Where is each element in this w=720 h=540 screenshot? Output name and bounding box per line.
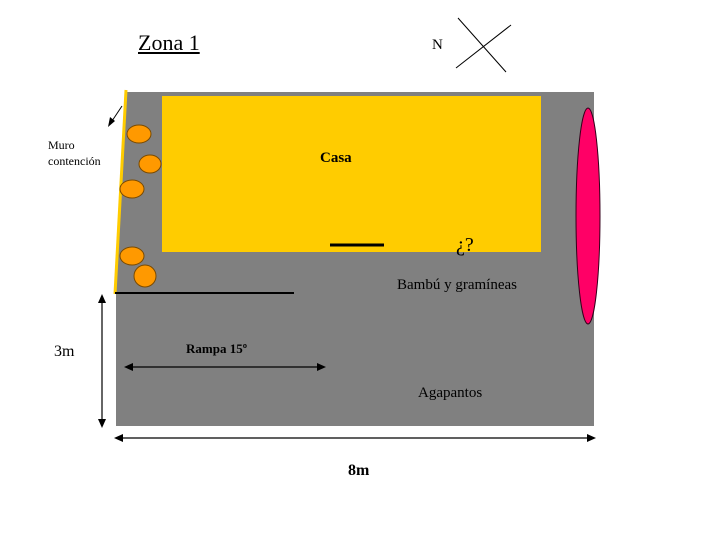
page-title: Zona 1: [138, 30, 200, 55]
ramp-dimension-arrow: [124, 363, 326, 371]
retaining-wall-label-line1: Muro: [48, 138, 75, 152]
width-dimension-label: 8m: [348, 462, 370, 479]
question-label: ¿?: [456, 234, 474, 256]
shrub: [133, 264, 157, 288]
retaining-wall-label-line2: contención: [48, 154, 101, 168]
wall-pointer-arrow: [108, 105, 123, 127]
height-dimension-arrow: [98, 294, 106, 428]
north-label: N: [432, 37, 443, 53]
width-dimension-arrow: [114, 434, 596, 442]
house-label: Casa: [320, 150, 352, 166]
hedge-ellipse: [575, 107, 601, 325]
bamboo-grass-label: Bambú y gramíneas: [397, 277, 517, 293]
ramp-label: Rampa 15º: [186, 341, 247, 356]
agapanthus-label: Agapantos: [418, 385, 483, 401]
shrub: [138, 154, 162, 174]
north-arrow-icon: [455, 17, 512, 73]
shrub: [119, 246, 145, 266]
shrub: [126, 124, 152, 144]
shrubs-group: [119, 124, 162, 288]
retaining-wall-label: Muro contención: [48, 137, 128, 169]
shrub: [119, 179, 145, 199]
height-dimension-label: 3m: [54, 343, 75, 360]
house-block: [162, 96, 541, 252]
